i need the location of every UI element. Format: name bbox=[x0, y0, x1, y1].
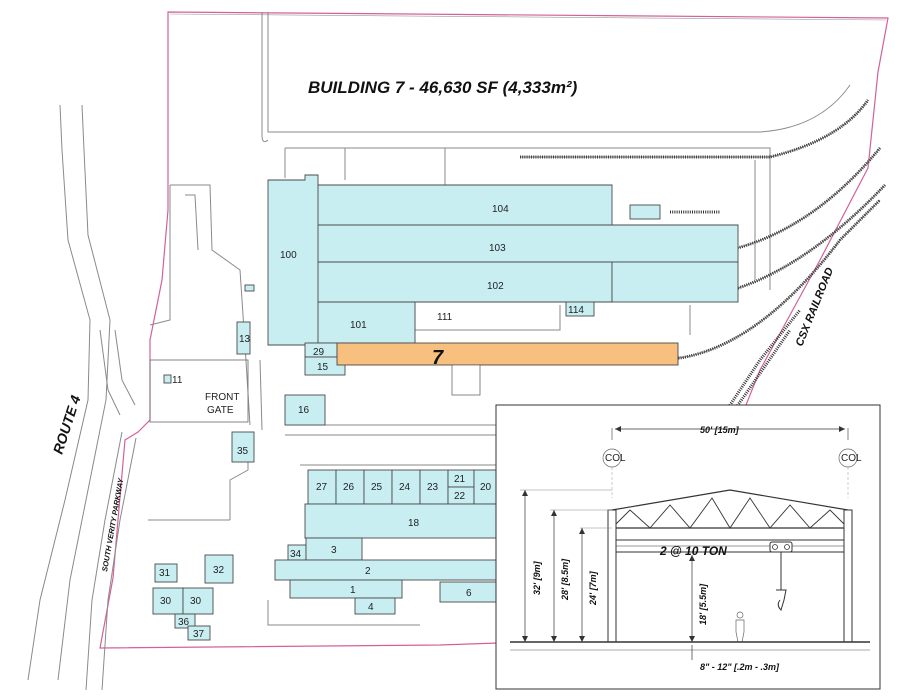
col-right-label: COL bbox=[841, 453, 862, 464]
label-111: 111 bbox=[437, 312, 453, 323]
label-37: 37 bbox=[193, 629, 205, 640]
front-gate-label-line2: GATE bbox=[207, 405, 234, 416]
label-24: 24 bbox=[399, 482, 411, 493]
label-30b: 30 bbox=[190, 596, 202, 607]
scale-figure bbox=[735, 611, 745, 643]
building-labels: 100 104 103 102 101 111 114 29 15 7 13 1… bbox=[159, 204, 584, 640]
label-100: 100 bbox=[280, 250, 297, 261]
building-15 bbox=[304, 356, 346, 376]
label-35: 35 bbox=[237, 446, 249, 457]
label-23: 23 bbox=[427, 482, 439, 493]
building-114 bbox=[565, 301, 595, 317]
label-3: 3 bbox=[331, 545, 337, 556]
building-100-outline bbox=[267, 174, 739, 346]
slab-thickness-label: 8" - 12" [.2m - .3m] bbox=[700, 662, 780, 672]
crane-capacity-label: 2 @ 10 TON bbox=[659, 544, 727, 558]
label-7: 7 bbox=[432, 347, 444, 369]
label-36: 36 bbox=[178, 617, 190, 628]
map-title: BUILDING 7 - 46,630 SF (4,333m²) bbox=[308, 78, 578, 97]
building-35 bbox=[231, 431, 255, 463]
building-7-loading-dock bbox=[451, 364, 481, 396]
label-6: 6 bbox=[466, 588, 472, 599]
label-21: 21 bbox=[454, 474, 466, 485]
label-101: 101 bbox=[350, 320, 367, 331]
label-103: 103 bbox=[489, 243, 506, 254]
site-roads bbox=[148, 12, 851, 626]
label-13: 13 bbox=[239, 334, 251, 345]
col-left-label: COL bbox=[605, 453, 626, 464]
label-104: 104 bbox=[492, 204, 509, 215]
route-4-label: ROUTE 4 bbox=[50, 393, 84, 456]
building-11 bbox=[163, 374, 172, 384]
label-18: 18 bbox=[408, 518, 420, 529]
main-building-complex bbox=[267, 174, 739, 346]
height-32-label: 32' [9m] bbox=[532, 560, 542, 595]
span-dimension: 50' [15m] bbox=[700, 425, 740, 435]
label-22: 22 bbox=[454, 491, 466, 502]
label-15: 15 bbox=[317, 362, 329, 373]
label-20: 20 bbox=[480, 482, 492, 493]
building-section-inset: 50' [15m] COL COL 2 @ 10 TON 32' [9m] 28… bbox=[495, 404, 881, 690]
label-16: 16 bbox=[298, 405, 310, 416]
height-24-label: 24' [7m] bbox=[588, 570, 598, 606]
building-small-gate bbox=[244, 284, 255, 292]
front-gate-label-line1: FRONT bbox=[205, 392, 239, 403]
south-building-complex bbox=[274, 469, 498, 615]
route-4-road bbox=[27, 104, 136, 681]
southwest-buildings bbox=[152, 554, 234, 641]
label-11: 11 bbox=[172, 375, 183, 386]
label-4: 4 bbox=[368, 602, 374, 613]
label-25: 25 bbox=[371, 482, 383, 493]
label-1: 1 bbox=[350, 585, 356, 596]
label-114: 114 bbox=[568, 305, 584, 316]
csx-railroad-label: CSX RAILROAD bbox=[794, 266, 837, 348]
building-7 bbox=[336, 342, 679, 366]
building-13 bbox=[236, 321, 251, 355]
label-34: 34 bbox=[290, 549, 302, 560]
height-28-label: 28' [8.5m] bbox=[560, 558, 570, 601]
building-16 bbox=[284, 394, 326, 426]
front-gate-area bbox=[149, 359, 249, 423]
label-102: 102 bbox=[487, 281, 504, 292]
label-26: 26 bbox=[343, 482, 355, 493]
label-29: 29 bbox=[313, 347, 325, 358]
label-32: 32 bbox=[213, 565, 225, 576]
hook-height-label: 18' [5.5m] bbox=[698, 583, 708, 625]
south-verity-parkway-road bbox=[85, 431, 137, 691]
building-small-rail bbox=[629, 204, 661, 220]
label-31: 31 bbox=[159, 568, 171, 579]
label-2: 2 bbox=[365, 566, 371, 577]
label-30a: 30 bbox=[160, 596, 172, 607]
label-27: 27 bbox=[316, 482, 328, 493]
